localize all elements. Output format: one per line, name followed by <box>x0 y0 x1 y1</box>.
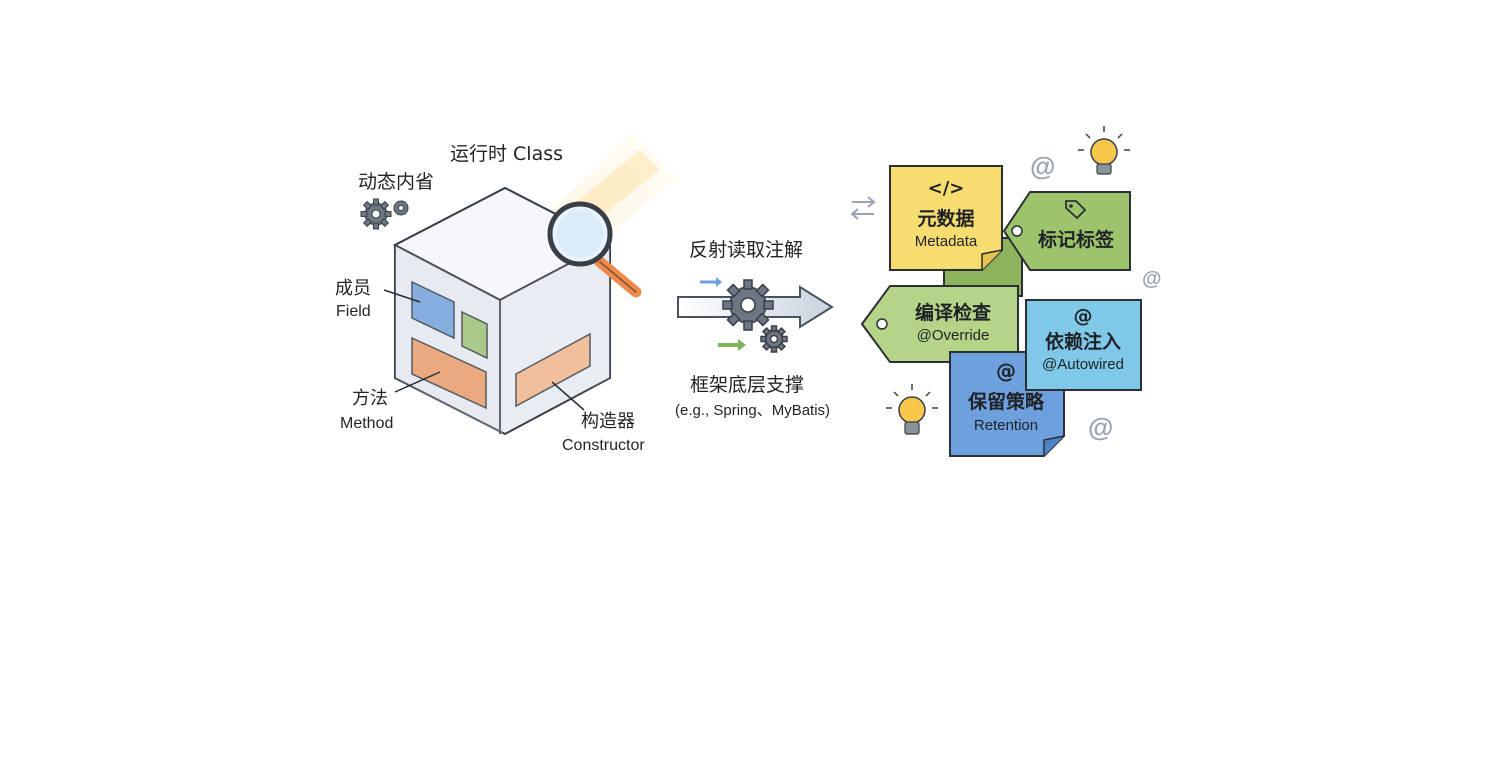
override-tag: 编译检查 @Override <box>860 285 1019 363</box>
field-en-label: Field <box>336 303 371 320</box>
retention-zh-label: 保留策略 <box>967 390 1045 413</box>
floating-at-symbol: @ <box>1088 412 1113 442</box>
gear-icon <box>722 279 788 353</box>
field-panel <box>411 280 455 340</box>
constructor-zh-label: 构造器 <box>581 411 635 432</box>
lightbulb-icon <box>886 384 938 435</box>
autowired-at-symbol: @ <box>1074 305 1093 327</box>
introspection-label: 动态内省 <box>358 171 434 193</box>
leader-lines <box>383 289 585 411</box>
green-panel <box>461 310 488 360</box>
magnifier-icon <box>547 201 642 298</box>
metadata-en-label: Metadata <box>915 233 978 250</box>
swap-arrows-icon <box>850 196 876 220</box>
runtime-class-label: 运行时 Class <box>450 143 563 165</box>
autowired-card: @ 依赖注入 @Autowired <box>1025 299 1142 391</box>
framework-examples-label: (e.g., Spring、MyBatis) <box>675 402 830 419</box>
autowired-en-label: @Autowired <box>1042 356 1124 373</box>
metadata-zh-label: 元数据 <box>917 207 974 230</box>
reflect-read-label: 反射读取注解 <box>689 239 803 261</box>
constructor-en-label: Constructor <box>562 437 645 454</box>
autowired-zh-label: 依赖注入 <box>1045 330 1121 353</box>
method-zh-label: 方法 <box>352 388 388 409</box>
retention-en-label: Retention <box>974 417 1038 434</box>
method-panel <box>411 336 487 410</box>
runtime-class-cube <box>392 132 678 436</box>
marker-tag: 标记标签 <box>1002 191 1131 271</box>
framework-label: 框架底层支撑 <box>690 374 804 396</box>
tag-icon <box>1065 200 1087 220</box>
method-en-label: Method <box>340 415 393 432</box>
marker-zh-label: 标记标签 <box>1038 228 1115 251</box>
override-zh-label: 编译检查 <box>915 301 992 324</box>
field-zh-label: 成员 <box>335 278 371 299</box>
code-icon: </> <box>928 178 965 199</box>
constructor-panel <box>515 332 591 408</box>
floating-at-symbol: @ <box>1142 268 1162 290</box>
metadata-note: </> 元数据 Metadata <box>889 165 1003 271</box>
override-en-label: @Override <box>917 327 990 344</box>
floating-at-symbol: @ <box>1030 151 1055 181</box>
retention-at-symbol: @ <box>996 359 1016 383</box>
lightbulb-icon <box>1078 126 1130 175</box>
gears-icon <box>360 198 409 230</box>
